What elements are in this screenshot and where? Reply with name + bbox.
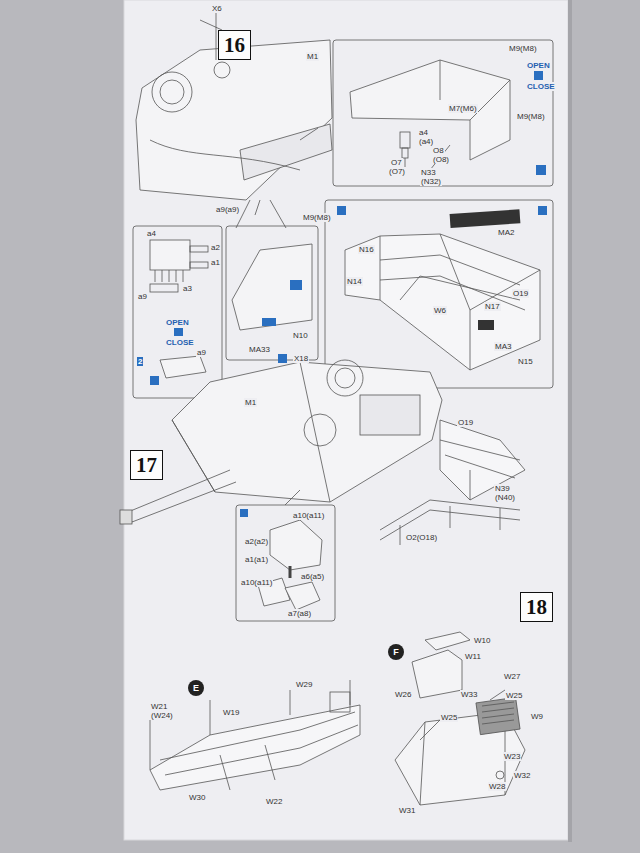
part-label: N16 (358, 245, 375, 254)
node-text: 18 (526, 595, 547, 619)
part-label: W25 (505, 691, 523, 700)
part-label: O2(O18) (405, 533, 438, 542)
paper-sheet (124, 0, 568, 840)
part-label: a9 (196, 348, 207, 357)
node-text: 17 (136, 453, 157, 477)
part-label: O8 (432, 146, 445, 155)
part-label: N15 (517, 357, 534, 366)
part-label: (N40) (494, 493, 516, 502)
part-label: a2 (210, 243, 221, 252)
node-text: F (393, 647, 399, 657)
part-label: X18 (293, 354, 309, 363)
option-label: OPEN (526, 61, 551, 70)
part-label: W9 (530, 712, 544, 721)
part-label: O19 (457, 418, 474, 427)
part-label: N14 (346, 277, 363, 286)
part-label: O19 (512, 289, 529, 298)
step-number: 16 (218, 30, 251, 60)
node-text: 16 (224, 33, 245, 57)
part-label: W22 (265, 797, 283, 806)
part-label: (O8) (432, 155, 450, 164)
option-label: OPEN (165, 318, 190, 327)
part-label: (N32) (420, 177, 442, 186)
part-label: W26 (394, 690, 412, 699)
part-label: W32 (513, 771, 531, 780)
option-label: CLOSE (526, 82, 556, 91)
part-label: a6(a5) (300, 572, 325, 581)
part-label: N33 (420, 168, 437, 177)
part-label: a1(a1) (244, 555, 269, 564)
part-label: a1 (210, 258, 221, 267)
step-number: 17 (130, 450, 163, 480)
part-label: X6 (211, 4, 223, 13)
assembly-letter: F (388, 644, 404, 660)
part-label: N17 (484, 302, 501, 311)
part-label: a4 (418, 128, 429, 137)
part-label: a9(a9) (215, 205, 240, 214)
part-label: a2(a2) (244, 537, 269, 546)
node-text: E (193, 683, 199, 693)
part-label: W6 (433, 306, 447, 315)
part-label: N39 (494, 484, 511, 493)
part-label: a4 (146, 229, 157, 238)
part-label: MA2 (497, 228, 515, 237)
part-label: O7 (390, 158, 403, 167)
part-label: W28 (488, 782, 506, 791)
part-label: (a4) (418, 137, 434, 146)
part-label: M9(M8) (302, 213, 332, 222)
part-label: W27 (503, 672, 521, 681)
part-label: W23 (503, 752, 521, 761)
icon-number: 2 (137, 357, 143, 366)
part-label: (W24) (150, 711, 174, 720)
part-label: a3 (182, 284, 193, 293)
step-number: 18 (520, 592, 553, 622)
part-label: W21 (150, 702, 168, 711)
part-label: MA3 (494, 342, 512, 351)
part-label: a9 (137, 292, 148, 301)
part-label: W10 (473, 636, 491, 645)
part-label: W29 (295, 680, 313, 689)
part-label: W25 (440, 713, 458, 722)
part-label: W31 (398, 806, 416, 815)
part-label: a7(a8) (287, 609, 312, 618)
part-label: W30 (188, 793, 206, 802)
part-label: (O7) (388, 167, 406, 176)
part-label: M1 (244, 398, 257, 407)
part-label: M9(M8) (508, 44, 538, 53)
part-label: W11 (464, 652, 482, 661)
part-label: a10(a11) (292, 511, 325, 520)
part-label: W19 (222, 708, 240, 717)
part-label: W33 (460, 690, 478, 699)
option-label: CLOSE (165, 338, 195, 347)
part-label: M1 (306, 52, 319, 61)
part-label: M7(M6) (448, 104, 478, 113)
part-label: M9(M8) (516, 112, 546, 121)
assembly-letter: E (188, 680, 204, 696)
part-label: a10(a11) (240, 578, 273, 587)
part-label: N10 (292, 331, 309, 340)
part-label: MA33 (248, 345, 271, 354)
